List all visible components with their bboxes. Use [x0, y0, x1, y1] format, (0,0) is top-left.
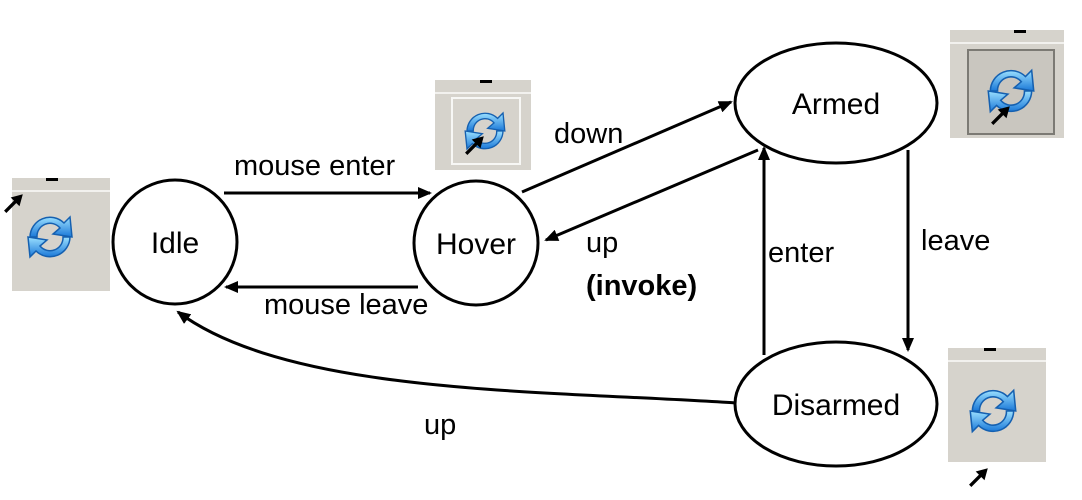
state-label: Hover	[436, 228, 516, 261]
state-label: Disarmed	[772, 389, 900, 422]
cursor-icon	[968, 466, 990, 488]
state-idle: Idle	[111, 178, 239, 306]
label-invoke: (invoke)	[586, 270, 697, 302]
label-enter: enter	[768, 237, 834, 269]
disarmed-button-snapshot	[948, 348, 1046, 488]
state-armed: Armed	[733, 41, 939, 165]
edge-hover-to-armed	[521, 100, 733, 194]
label-leave: leave	[921, 225, 990, 257]
armed-button-snapshot	[950, 30, 1064, 138]
label-mouse-enter: mouse enter	[234, 150, 396, 182]
state-label: Idle	[151, 227, 199, 260]
hover-button-snapshot	[435, 80, 531, 170]
edge-armed-to-hover	[544, 148, 759, 242]
label-down: down	[554, 118, 623, 150]
idle-button-snapshot	[3, 178, 110, 291]
edge-disarmed-to-idle	[176, 310, 737, 405]
state-disarmed: Disarmed	[733, 340, 939, 468]
state-hover: Hover	[412, 179, 540, 307]
state-label: Armed	[792, 88, 880, 121]
label-up: up	[424, 409, 456, 441]
label-mouse-leave: mouse leave	[264, 289, 428, 321]
label-up-invoke: up	[586, 227, 618, 259]
